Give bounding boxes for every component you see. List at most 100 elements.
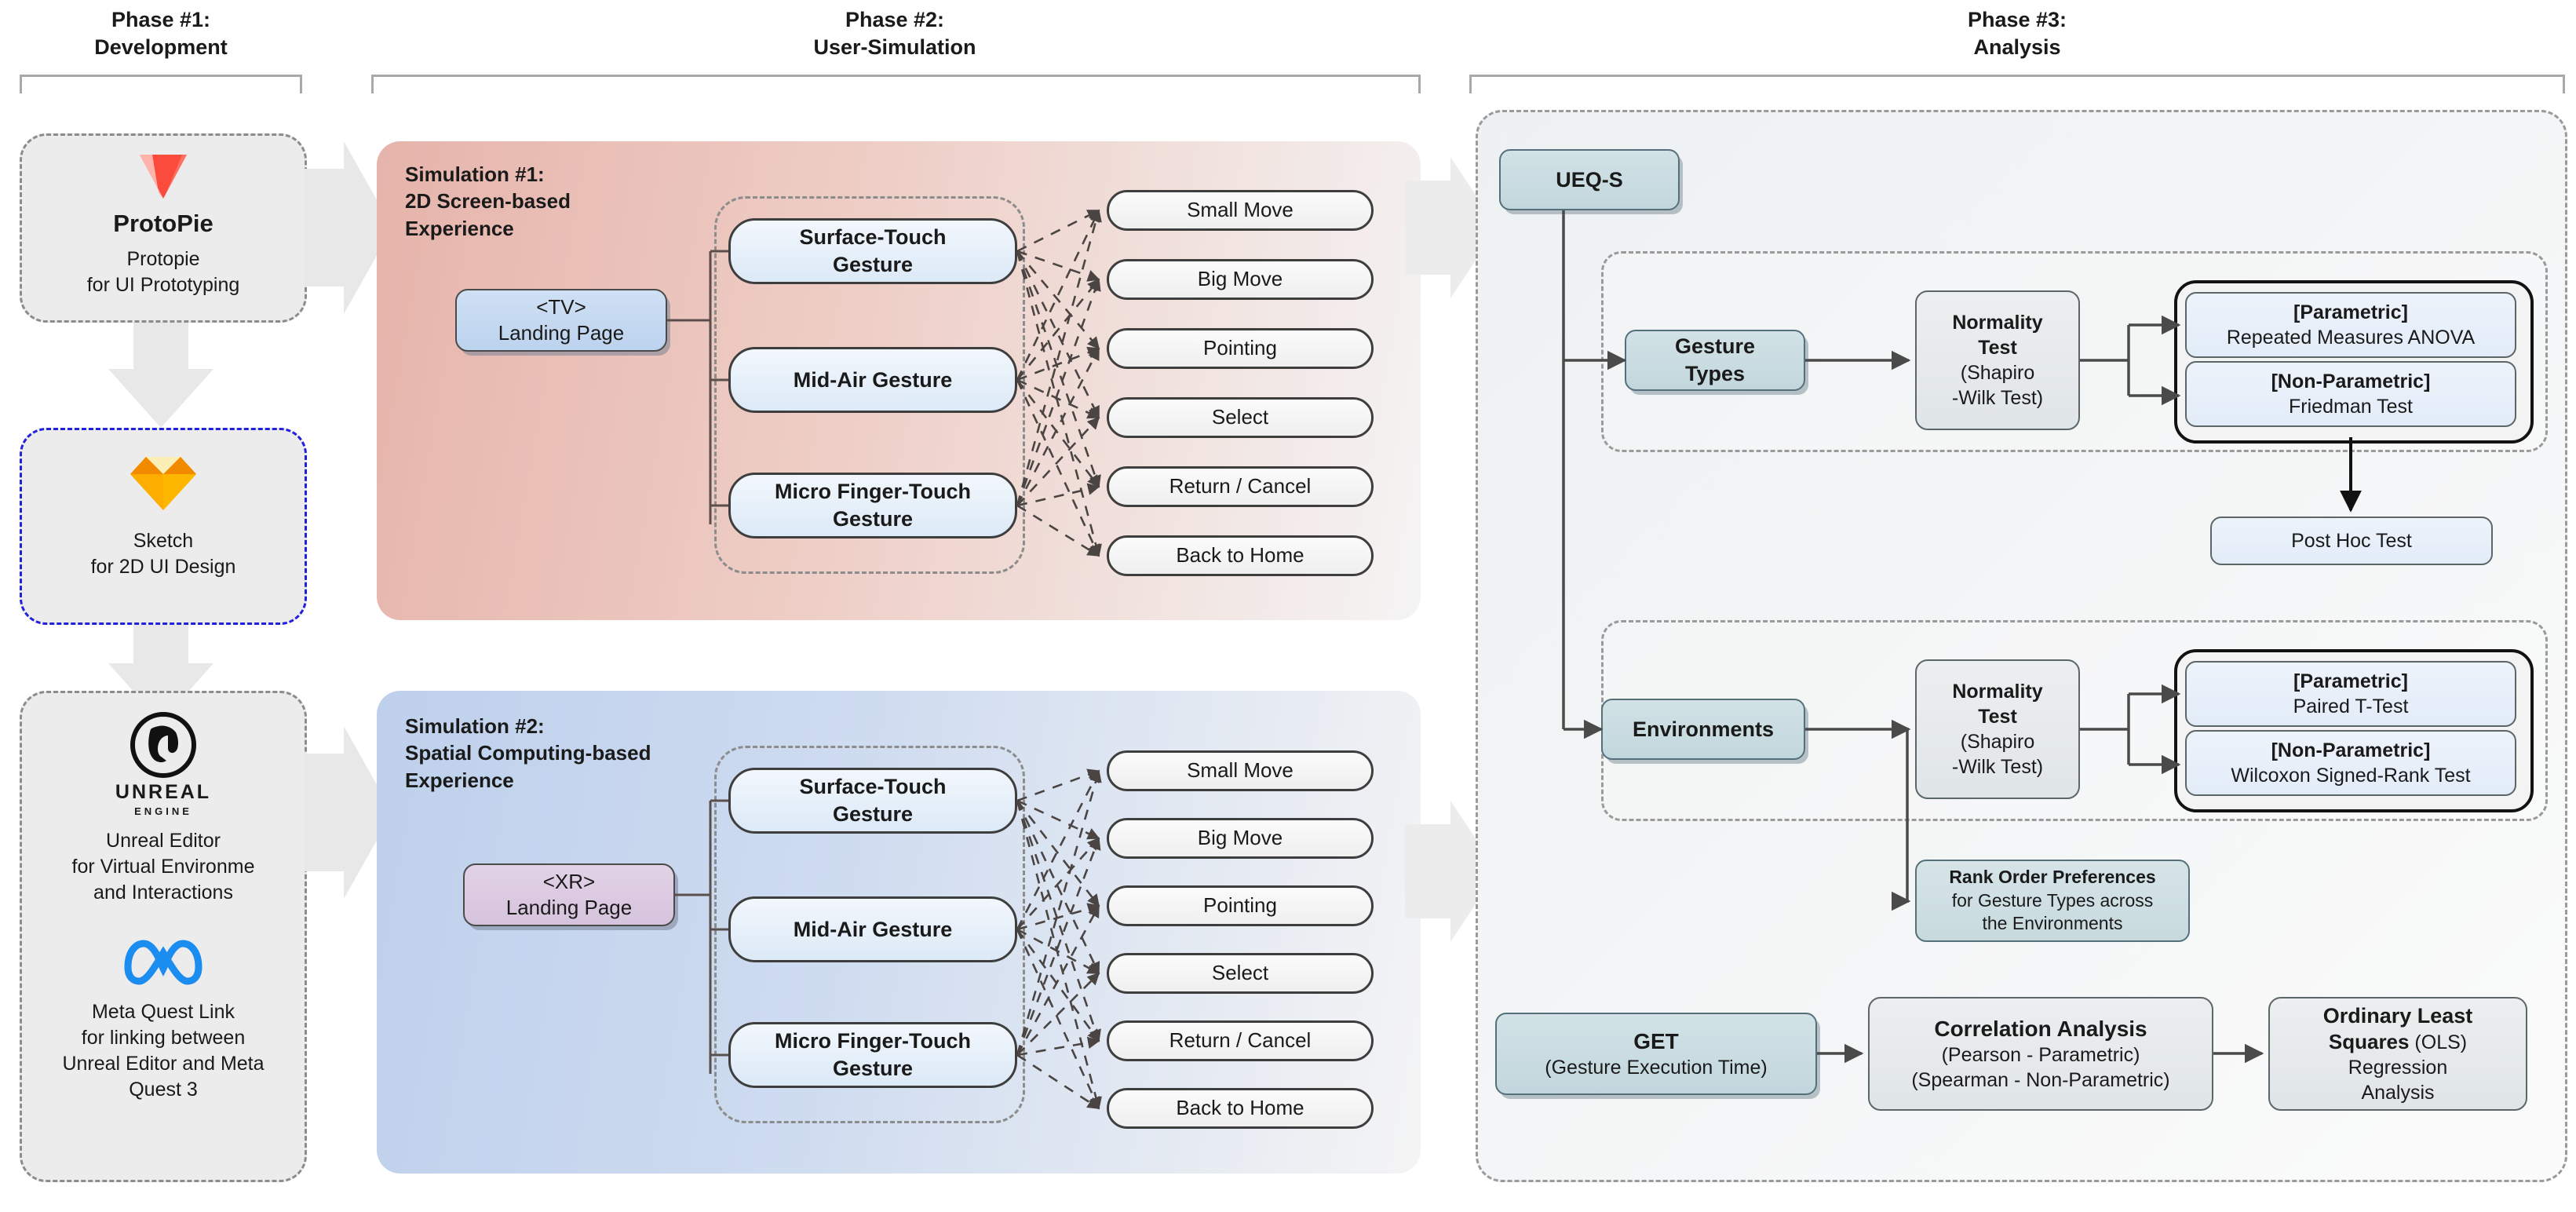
test-paired-t-test[interactable]: [Parametric] Paired T-Test [2185, 661, 2516, 727]
test-wilcoxon-name: Wilcoxon Signed-Rank Test [2231, 765, 2471, 787]
sim2-landing-tag: <XR> [542, 869, 596, 893]
simulation-1-title-line3: Experience [405, 216, 514, 240]
sim2-task-return-cancel[interactable]: Return / Cancel [1107, 1020, 1374, 1061]
rank-order-line2: for Gesture Types across [1951, 889, 2154, 911]
phase-1-bracket [20, 75, 302, 94]
phase-2-title: Phase #2: User-Simulation [369, 6, 1421, 61]
tool-unreal-text: Unreal Editor for Virtual Environme and … [22, 828, 305, 906]
sim2-gesture-mid-air[interactable]: Mid-Air Gesture [728, 896, 1017, 962]
get-node[interactable]: GET (Gesture Execution Time) [1495, 1013, 1817, 1095]
tool-card-sketch[interactable]: Sketch for 2D UI Design [20, 428, 307, 625]
sim2-landing-page-node[interactable]: <XR> Landing Page [463, 863, 675, 926]
ols-line2-rest: (OLS) [2409, 1031, 2468, 1054]
sim1-landing-label: Landing Page [498, 321, 625, 345]
sim1-task-5-label: Back to Home [1176, 543, 1304, 568]
test-wilcoxon[interactable]: [Non-Parametric] Wilcoxon Signed-Rank Te… [2185, 730, 2516, 796]
sim1-gesture-2-line1: Micro Finger-Touch [775, 480, 971, 504]
sim1-landing-page-node[interactable]: <TV> Landing Page [455, 289, 667, 352]
sim1-gesture-1-line1: Mid-Air Gesture [793, 367, 953, 392]
tool-protopie-desc2: for UI Prototyping [86, 273, 240, 296]
sim1-task-1-label: Big Move [1197, 267, 1283, 291]
normality-top-line4: -Wilk Test) [1951, 387, 2044, 409]
sim1-task-2-label: Pointing [1203, 336, 1277, 360]
sim2-gesture-2-line1: Micro Finger-Touch [775, 1029, 971, 1053]
correlation-line3: (Spearman - Non-Parametric) [1911, 1069, 2170, 1092]
simulation-2-title: Simulation #2: Spatial Computing-based E… [405, 713, 651, 794]
tool-meta-desc3: Unreal Editor and Meta [62, 1053, 265, 1075]
ueq-s-node[interactable]: UEQ-S [1499, 149, 1680, 210]
sim1-task-select[interactable]: Select [1107, 397, 1374, 438]
correlation-line2: (Pearson - Parametric) [1941, 1044, 2140, 1067]
environments-label: Environments [1632, 717, 1775, 741]
test-friedman[interactable]: [Non-Parametric] Friedman Test [2185, 361, 2516, 427]
phase-3-title: Phase #3: Analysis [1468, 6, 2567, 61]
environments-node[interactable]: Environments [1601, 699, 1805, 760]
normality-test-top-node[interactable]: Normality Test (Shapiro -Wilk Test) [1915, 290, 2080, 430]
tool-protopie-text: ProtoPie Protopie for UI Prototyping [22, 208, 305, 298]
sim1-task-big-move[interactable]: Big Move [1107, 259, 1374, 300]
test-wilcoxon-tag: [Non-Parametric] [2271, 739, 2431, 761]
ols-line3: Regression [2348, 1057, 2448, 1079]
phase-2-title-line1: Phase #2: [845, 8, 945, 31]
rank-order-preferences-node[interactable]: Rank Order Preferences for Gesture Types… [1915, 860, 2190, 942]
sim1-task-return-cancel[interactable]: Return / Cancel [1107, 466, 1374, 507]
normality-bottom-line3: (Shapiro [1960, 731, 2035, 753]
ols-line1: Ordinary Least [2322, 1003, 2473, 1028]
simulation-1-title-line2: 2D Screen-based [405, 189, 571, 214]
post-hoc-test-label: Post Hoc Test [2291, 530, 2412, 552]
phase-2-bracket [371, 75, 1421, 94]
phase-1-title-line1: Phase #1: [111, 8, 211, 31]
unreal-wordmark-line2: ENGINE [134, 805, 192, 817]
tool-meta-desc1: Meta Quest Link [91, 1001, 235, 1023]
post-hoc-test-node[interactable]: Post Hoc Test [2210, 517, 2493, 565]
sim2-gesture-micro-finger-touch[interactable]: Micro Finger-Touch Gesture [728, 1022, 1017, 1088]
gesture-types-node[interactable]: Gesture Types [1625, 330, 1805, 391]
ols-line2: Squares (OLS) [2329, 1029, 2467, 1055]
unreal-engine-logo-icon [130, 712, 196, 778]
sim2-task-small-move[interactable]: Small Move [1107, 750, 1374, 791]
sim2-task-big-move[interactable]: Big Move [1107, 818, 1374, 859]
simulation-2-title-line2: Spatial Computing-based [405, 741, 651, 765]
sim2-task-0-label: Small Move [1187, 758, 1293, 783]
simulation-2-title-line3: Experience [405, 768, 514, 792]
sim1-task-back-to-home[interactable]: Back to Home [1107, 535, 1374, 576]
sketch-logo-icon [129, 451, 198, 513]
tool-unreal-desc2: for Virtual Environme [71, 856, 255, 878]
sim1-gesture-0-line2: Gesture [832, 253, 914, 276]
ols-line2-bold: Squares [2328, 1030, 2410, 1054]
sim1-gesture-micro-finger-touch[interactable]: Micro Finger-Touch Gesture [728, 473, 1017, 538]
simulation-1-title-line1: Simulation #1: [405, 162, 545, 186]
sim2-task-3-label: Select [1211, 961, 1269, 985]
sim1-task-4-label: Return / Cancel [1169, 474, 1312, 498]
sim2-landing-label: Landing Page [505, 896, 633, 919]
normality-test-bottom-node[interactable]: Normality Test (Shapiro -Wilk Test) [1915, 659, 2080, 799]
tool-card-unreal-meta[interactable]: UNREAL ENGINE Unreal Editor for Virtual … [20, 691, 307, 1182]
sim2-task-back-to-home[interactable]: Back to Home [1107, 1088, 1374, 1129]
test-friedman-tag: [Non-Parametric] [2271, 371, 2431, 392]
meta-logo-icon [120, 933, 206, 987]
protopie-logo-icon [135, 153, 192, 200]
sim2-task-4-label: Return / Cancel [1169, 1028, 1312, 1053]
sim1-task-pointing[interactable]: Pointing [1107, 328, 1374, 369]
phase-1-title-line2: Development [94, 35, 228, 60]
phase-3-title-line2: Analysis [1973, 35, 2061, 60]
test-paired-t-tag: [Parametric] [2293, 670, 2408, 692]
phase-3-title-line1: Phase #3: [1967, 8, 2067, 31]
tool-sketch-desc2: for 2D UI Design [90, 556, 236, 578]
sim2-gesture-2-line2: Gesture [832, 1057, 914, 1080]
sim2-gesture-surface-touch[interactable]: Surface-Touch Gesture [728, 768, 1017, 834]
sim1-task-small-move[interactable]: Small Move [1107, 190, 1374, 231]
sim1-gesture-surface-touch[interactable]: Surface-Touch Gesture [728, 218, 1017, 284]
sim2-task-2-label: Pointing [1203, 893, 1277, 918]
sim1-gesture-2-line2: Gesture [832, 507, 914, 531]
sim1-gesture-mid-air[interactable]: Mid-Air Gesture [728, 347, 1017, 413]
tool-card-protopie[interactable]: ProtoPie Protopie for UI Prototyping [20, 133, 307, 323]
normality-top-line3: (Shapiro [1960, 362, 2035, 384]
sim1-task-3-label: Select [1211, 405, 1269, 429]
rank-order-line1: Rank Order Preferences [1949, 867, 2156, 888]
test-repeated-measures-anova[interactable]: [Parametric] Repeated Measures ANOVA [2185, 292, 2516, 358]
correlation-analysis-node[interactable]: Correlation Analysis (Pearson - Parametr… [1868, 997, 2213, 1111]
ols-regression-node[interactable]: Ordinary Least Squares (OLS) Regression … [2268, 997, 2527, 1111]
sim2-task-pointing[interactable]: Pointing [1107, 885, 1374, 926]
sim2-task-select[interactable]: Select [1107, 953, 1374, 994]
